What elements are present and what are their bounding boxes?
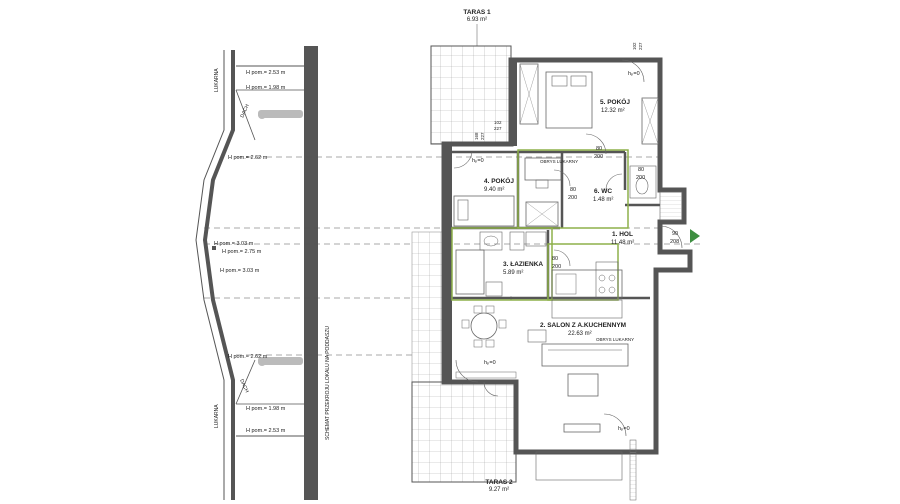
annotations: OBRYS LUKARNY OBRYS LUKARNY hₚ=0 hₚ=0 hₚ… xyxy=(472,42,679,432)
room-labels: 5. POKÓJ 12.32 m² 4. POKÓJ 9.40 m² 6. WC… xyxy=(484,97,634,337)
room-6-name: 6. WC xyxy=(594,188,612,195)
coffee-table xyxy=(567,373,599,397)
room-4-name: 4. POKÓJ xyxy=(484,176,514,185)
section-skylight-outline xyxy=(202,50,235,500)
human-silhouette-top xyxy=(258,110,303,119)
room-2-name: 2. SALON Z A.KUCHENNYM xyxy=(540,322,626,329)
height-label-top-198: H pom.= 1.98 m xyxy=(246,85,286,91)
bed-room-5 xyxy=(545,71,593,129)
kitchen-counter xyxy=(551,269,623,299)
floor-plan: TARAS 1 6.93 m² TARAS 2 9.27 m² xyxy=(411,9,700,501)
level-note-balcony: hₚ=0 xyxy=(618,426,630,432)
height-label-top-253: H pom.= 2.53 m xyxy=(246,70,286,76)
bathtub xyxy=(455,249,485,295)
door-dim-b-w: 80 xyxy=(570,187,576,193)
door-dim-c-h: 200 xyxy=(636,175,645,181)
tv-unit xyxy=(563,423,601,433)
door-dim-a-h: 200 xyxy=(594,154,603,160)
door-dim-terrace-h: 227 xyxy=(480,132,485,140)
height-label-mid-303b: H pom.= 3.03 m xyxy=(220,268,260,274)
door-dim-entry-w: 90 xyxy=(672,231,678,237)
room-3-name: 3. ŁAZIENKA xyxy=(503,261,543,268)
section-wall xyxy=(304,46,318,500)
room-6-area: 1.48 m² xyxy=(593,197,613,203)
door-dim-top-h: 227 xyxy=(638,42,643,50)
roof-label-bottom: DACH xyxy=(238,378,250,394)
human-silhouette-bottom xyxy=(258,357,303,366)
door-dim-entry-h: 208 xyxy=(670,239,679,245)
sofa xyxy=(541,343,629,367)
skylight-label-bottom: LUKARNA xyxy=(214,404,220,428)
dining-table xyxy=(461,305,507,348)
terrace-1-name: TARAS 1 xyxy=(463,9,491,16)
height-label-upper-262: H pom.= 2.62 m xyxy=(228,155,268,161)
roof-label-top: DACH xyxy=(239,103,251,119)
room-5-area: 12.32 m² xyxy=(601,108,625,114)
door-dim-d-w: 80 xyxy=(552,256,558,262)
height-label-bottom-253: H pom.= 2.53 m xyxy=(246,428,286,434)
level-note-terrace: hₚ=0 xyxy=(484,360,496,366)
height-label-bottom-198: H pom.= 1.98 m xyxy=(246,406,286,412)
section-schema: H pom.= 2.53 m H pom.= 1.98 m H pom.= 2.… xyxy=(195,46,331,500)
door-dim-d-h: 200 xyxy=(552,264,561,270)
entrance-arrow-icon xyxy=(690,229,700,243)
door-dim-b-h: 200 xyxy=(568,195,577,201)
door-dim-c-w: 80 xyxy=(638,167,644,173)
terrace-1 xyxy=(430,45,512,145)
height-label-mid-303a: H pom.= 3.03 m xyxy=(214,241,254,247)
terrace-2-name: TARAS 2 xyxy=(485,479,513,486)
obrys-note-living: OBRYS LUKARNY xyxy=(596,337,634,342)
skylight-label-top: LUKARNA xyxy=(214,68,220,92)
height-label-mid-275: H pom.= 2.75 m xyxy=(222,249,262,255)
level-note-room-5: hₚ=0 xyxy=(628,71,640,77)
obrys-note-room-4: OBRYS LUKARNY xyxy=(540,159,578,164)
door-dim-top-w: 102 xyxy=(632,42,637,50)
skylight-outline-green xyxy=(451,149,629,301)
door-dim-terrace-w: 168 xyxy=(474,132,479,140)
section-title: SCHEMAT PRZEKROJU LOKALU NA PODDASZU xyxy=(325,326,331,440)
terrace-2 xyxy=(411,231,445,383)
room-3-area: 5.89 m² xyxy=(503,270,523,276)
terrace-2-area: 9.27 m² xyxy=(489,487,509,493)
window-dim-w: 102 xyxy=(494,120,502,125)
room-2-area: 22.63 m² xyxy=(568,331,592,337)
wardrobe-room-5 xyxy=(519,63,539,125)
room-5-name: 5. POKÓJ xyxy=(600,97,630,106)
terrace-1-area: 6.93 m² xyxy=(467,17,487,23)
height-label-lower-262: H pom.= 2.62 m xyxy=(228,354,268,360)
door-swings xyxy=(453,59,683,437)
level-note-room-4: hₚ=0 xyxy=(472,158,484,164)
door-dim-a-w: 80 xyxy=(596,146,602,152)
room-4-area: 9.40 m² xyxy=(484,187,504,193)
room-1-name: 1. HOL xyxy=(612,231,633,238)
room-1-area: 11.48 m² xyxy=(611,240,634,246)
bed-room-4 xyxy=(453,195,515,227)
window-dim-h: 227 xyxy=(494,126,502,131)
